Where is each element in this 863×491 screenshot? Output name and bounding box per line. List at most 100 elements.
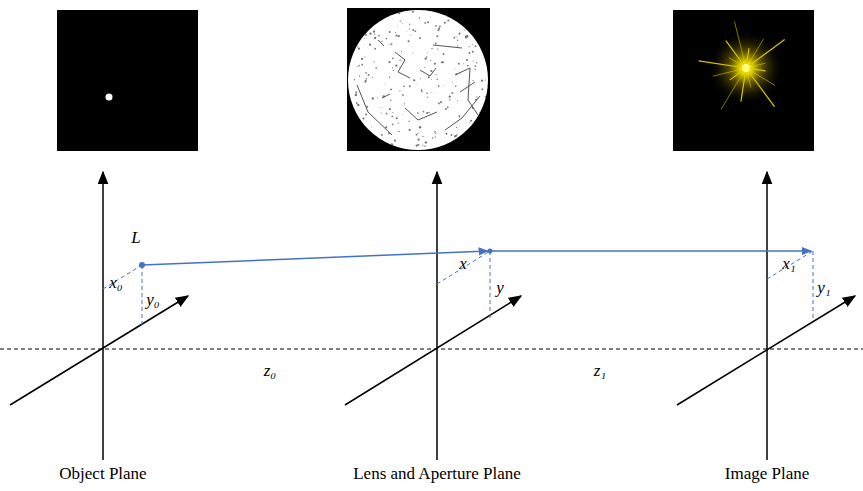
speck (467, 65, 469, 67)
speck (424, 67, 425, 68)
speck (427, 97, 428, 98)
speck (374, 37, 376, 39)
speck (419, 126, 421, 128)
speck (416, 134, 418, 136)
speck (463, 63, 464, 64)
speck (434, 63, 435, 64)
speck (442, 85, 444, 87)
speck (444, 22, 446, 24)
speck (476, 62, 477, 63)
speck (438, 102, 440, 104)
speck (425, 141, 427, 143)
speck (481, 80, 483, 82)
speck (441, 61, 443, 63)
speck (423, 111, 425, 113)
speck (455, 85, 457, 87)
speck (368, 74, 370, 76)
speck (400, 20, 401, 21)
speck (436, 74, 437, 75)
speck (456, 127, 457, 128)
speck (392, 67, 393, 68)
speck (373, 31, 375, 33)
speck (399, 90, 400, 91)
object-image (57, 10, 198, 151)
speck (378, 35, 380, 37)
speck (373, 28, 375, 30)
speck (416, 145, 418, 147)
coordinate-label: y₁ (817, 279, 830, 298)
speck (364, 38, 365, 39)
speck (386, 38, 388, 40)
speck (365, 72, 367, 74)
speck (458, 63, 460, 65)
speck (435, 136, 436, 137)
speck (481, 88, 483, 90)
speck (364, 81, 366, 83)
speck (472, 80, 473, 81)
speck (422, 136, 423, 137)
star-ray (734, 21, 746, 68)
speck (469, 52, 471, 54)
source-point (139, 262, 145, 268)
speck (355, 94, 357, 96)
speck (403, 85, 405, 87)
speck (438, 28, 440, 30)
speck (440, 101, 442, 103)
speck (475, 69, 476, 70)
speck (377, 97, 378, 98)
speck (391, 43, 393, 45)
speck (390, 100, 391, 101)
speck (395, 34, 397, 36)
plane-caption: Image Plane (725, 465, 810, 484)
speck (392, 116, 393, 117)
speck (433, 92, 435, 94)
speck (366, 78, 367, 79)
plane-caption: Object Plane (59, 465, 146, 484)
speck (410, 34, 411, 35)
axes (10, 172, 855, 460)
speck (417, 133, 418, 134)
speck (426, 112, 428, 114)
speck (430, 70, 432, 72)
star-glow (708, 30, 784, 106)
speck (434, 63, 436, 65)
speck (401, 60, 403, 62)
speck (361, 58, 363, 60)
speck (482, 57, 484, 59)
speck (449, 99, 450, 100)
star-ray (746, 39, 764, 68)
aperture-image (347, 8, 490, 151)
speck (454, 67, 456, 69)
lens-point (488, 249, 493, 254)
speck (373, 61, 374, 62)
speck (409, 28, 410, 29)
speck (372, 97, 374, 99)
speck (487, 85, 488, 86)
speck (412, 11, 414, 13)
speck (472, 44, 473, 45)
speck (357, 104, 359, 106)
speck (421, 89, 423, 91)
speck (371, 126, 373, 128)
coordinate-label: x₀ (109, 274, 122, 293)
speck (381, 106, 383, 108)
speck (369, 44, 371, 46)
speck (395, 65, 397, 67)
coordinate-label: y₀ (146, 291, 159, 310)
point-source (106, 94, 113, 101)
speck (392, 112, 393, 113)
speck (436, 35, 438, 37)
speck (430, 60, 431, 61)
star-ray (741, 68, 746, 102)
speck (419, 37, 421, 39)
speck (357, 46, 358, 47)
speck (474, 65, 476, 67)
speck (365, 114, 367, 116)
speck (453, 91, 455, 93)
speck (453, 37, 455, 39)
distance-label: z₁ (594, 362, 607, 381)
star-ray (726, 41, 746, 68)
speck (415, 83, 417, 85)
speck (451, 134, 453, 136)
speck (454, 135, 456, 137)
